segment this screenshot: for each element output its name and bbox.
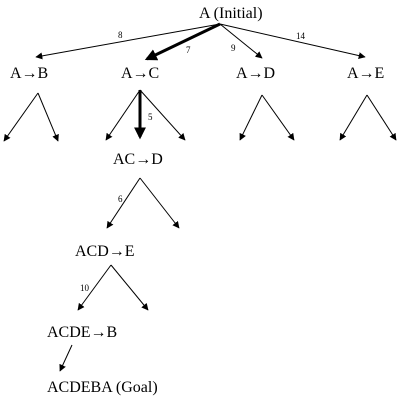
edge-ae-left — [339, 94, 368, 141]
node-goal: ACDEBA (Goal) — [47, 379, 158, 396]
edge-acd-left — [106, 177, 141, 229]
weight-root-ad: 9 — [231, 43, 236, 53]
edge-root-ab — [35, 23, 221, 60]
edge-acdeb-goal — [59, 344, 73, 372]
node-ad: A→D — [236, 65, 275, 82]
weight-ac-acd: 5 — [148, 112, 153, 122]
edge-root-ac — [144, 22, 221, 61]
weight-acde-acdeb: 10 — [80, 283, 90, 293]
weight-root-ac: 7 — [186, 45, 191, 55]
node-acd: AC→D — [113, 151, 163, 168]
edge-ac-left — [105, 89, 141, 141]
weight-acd-acde: 6 — [118, 194, 123, 204]
edge-acde-right — [110, 264, 149, 311]
edge-root-ae — [219, 23, 366, 60]
edge-acde-left — [77, 264, 112, 311]
node-root: A (Initial) — [199, 5, 263, 22]
edge-ae-right — [366, 94, 397, 141]
edge-ab-right — [37, 92, 59, 142]
edge-ad-left — [239, 94, 263, 141]
edge-acd-right — [139, 177, 180, 229]
node-acde: ACD→E — [75, 243, 135, 260]
edge-ad-right — [261, 94, 295, 141]
node-ab: A→B — [10, 65, 48, 82]
node-ae: A→E — [347, 65, 384, 82]
node-ac: A→C — [121, 65, 159, 82]
edge-ac-right — [139, 89, 186, 141]
weight-root-ae: 14 — [296, 31, 306, 41]
weight-root-ab: 8 — [118, 30, 123, 40]
node-acdeb: ACDE→B — [47, 324, 117, 341]
edge-root-ad — [219, 23, 263, 59]
edge-ab-left — [3, 92, 39, 142]
